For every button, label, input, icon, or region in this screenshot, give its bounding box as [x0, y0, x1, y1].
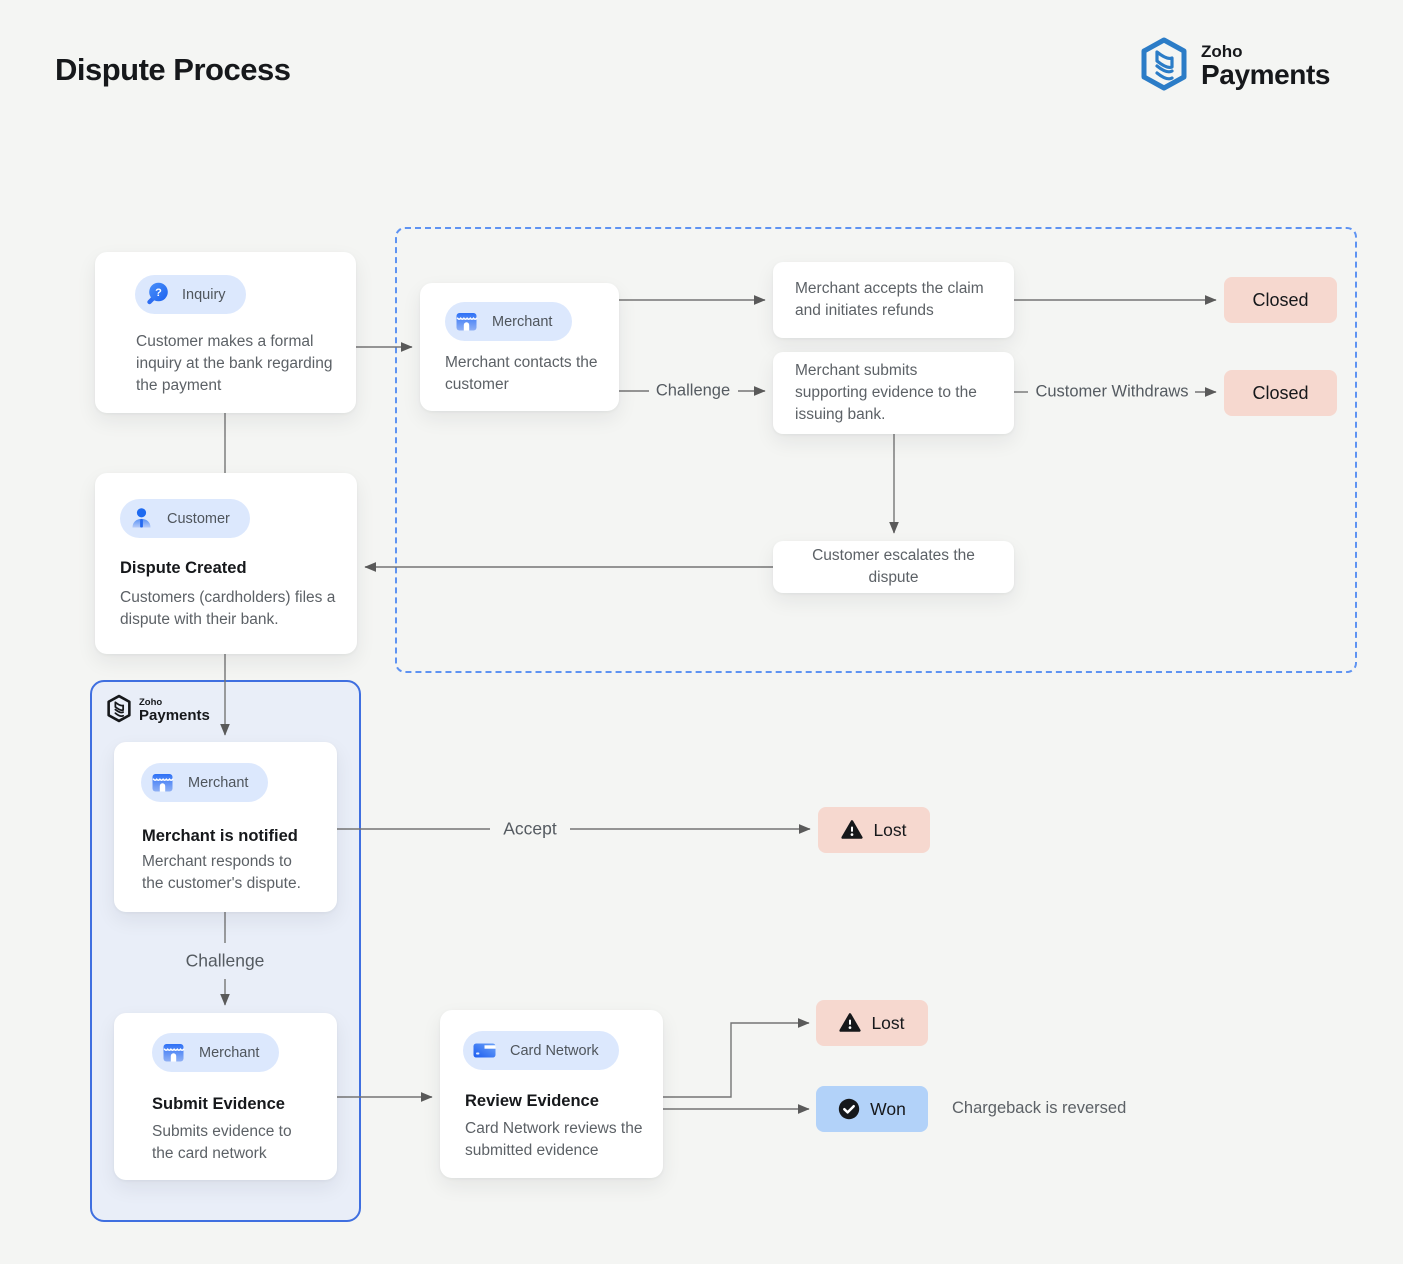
- review-evidence-title: Review Evidence: [465, 1092, 599, 1110]
- zoho-hexagon-icon: [1139, 36, 1189, 97]
- zone-zoho-payments-logo: Zoho Payments: [106, 694, 210, 728]
- inquiry-pill-label: Inquiry: [182, 286, 226, 303]
- closed-top-label: Closed: [1252, 289, 1309, 310]
- inquiry-text: Customer makes a formal inquiry at the b…: [136, 333, 333, 394]
- merchant-contacts-text: Merchant contacts the customer: [445, 354, 598, 393]
- lost-review-label: Lost: [871, 1012, 905, 1033]
- closed-mid-label: Closed: [1252, 382, 1309, 403]
- submit-evidence-title: Submit Evidence: [152, 1095, 285, 1113]
- customer-pill: Customer: [120, 499, 250, 538]
- customer-escalates-box: Customer escalates the dispute: [773, 541, 1014, 593]
- lost-badge-review: Lost: [816, 1000, 928, 1046]
- closed-badge-mid: Closed: [1224, 370, 1337, 416]
- inquiry-card: ? Inquiry Customer makes a formal inquir…: [95, 252, 356, 413]
- zoho-payments-logo: Zoho Payments: [1139, 36, 1330, 97]
- zoho-hexagon-small-icon: [106, 694, 132, 728]
- credit-card-icon: [473, 1043, 496, 1058]
- card-network-pill: Card Network: [463, 1031, 619, 1070]
- customer-pill-label: Customer: [167, 510, 230, 527]
- merchant-contacts-card: Merchant Merchant contacts the customer: [420, 283, 619, 411]
- person-icon: [132, 508, 151, 528]
- dispute-created-card: Customer Dispute Created Customers (card…: [95, 473, 357, 654]
- merchant-pill-label: Merchant: [188, 774, 249, 791]
- merchant-pill: Merchant: [141, 763, 269, 802]
- submit-evidence-card: Merchant Submit Evidence Submits evidenc…: [114, 1013, 337, 1180]
- zone-logo-zoho-text: Zoho: [139, 697, 163, 709]
- check-circle-icon: [838, 1098, 860, 1120]
- merchant-pill-label: Merchant: [492, 313, 553, 330]
- dispute-created-text: Customers (cardholders) files a dispute …: [120, 589, 336, 628]
- storefront-icon: [152, 774, 174, 792]
- storefront-icon: [163, 1044, 185, 1062]
- card-network-pill-label: Card Network: [510, 1042, 599, 1059]
- edge-label-challenge-top: Challenge: [655, 381, 731, 400]
- won-badge: Won: [816, 1086, 928, 1132]
- merchant-notified-card: Merchant Merchant is notified Merchant r…: [114, 742, 337, 912]
- edge-label-customer-withdraws: Customer Withdraws: [1035, 382, 1189, 401]
- dispute-created-title: Dispute Created: [120, 559, 247, 577]
- lost-accept-label: Lost: [873, 819, 907, 840]
- review-evidence-card: Card Network Review Evidence Card Networ…: [440, 1010, 663, 1178]
- storefront-icon: [456, 313, 478, 331]
- merchant-notified-text: Merchant responds to the customer's disp…: [142, 853, 301, 892]
- merchant-pill-label: Merchant: [199, 1044, 260, 1061]
- magnifier-question-icon: ?: [147, 282, 168, 305]
- customer-escalates-text: Customer escalates the dispute: [812, 547, 975, 586]
- lost-badge-accept: Lost: [818, 807, 930, 853]
- page-title: Dispute Process: [55, 52, 291, 87]
- svg-text:?: ?: [155, 287, 162, 299]
- edge-label-challenge-bottom: Challenge: [185, 950, 265, 971]
- chargeback-reversed-note: Chargeback is reversed: [952, 1099, 1127, 1117]
- submit-evidence-text: Submits evidence to the card network: [152, 1123, 292, 1162]
- zone-logo-payments-text: Payments: [139, 706, 210, 724]
- warning-icon: [839, 1013, 862, 1032]
- logo-zoho-text: Zoho: [1201, 42, 1243, 62]
- inquiry-pill: ? Inquiry: [135, 275, 246, 314]
- merchant-accepts-text: Merchant accepts the claim and initiates…: [795, 280, 984, 319]
- merchant-accepts-box: Merchant accepts the claim and initiates…: [773, 262, 1014, 338]
- bank-process-zone: [395, 227, 1357, 673]
- merchant-pill: Merchant: [152, 1033, 280, 1072]
- merchant-pill: Merchant: [445, 302, 573, 341]
- warning-icon: [841, 820, 864, 839]
- logo-payments-text: Payments: [1201, 59, 1331, 91]
- edge-label-accept: Accept: [503, 818, 557, 839]
- merchant-submits-text: Merchant submits supporting evidence to …: [795, 362, 977, 423]
- won-label: Won: [870, 1098, 906, 1119]
- review-evidence-text: Card Network reviews the submitted evide…: [465, 1120, 643, 1159]
- merchant-notified-title: Merchant is notified: [142, 827, 298, 845]
- merchant-submits-box: Merchant submits supporting evidence to …: [773, 352, 1014, 434]
- closed-badge-top: Closed: [1224, 277, 1337, 323]
